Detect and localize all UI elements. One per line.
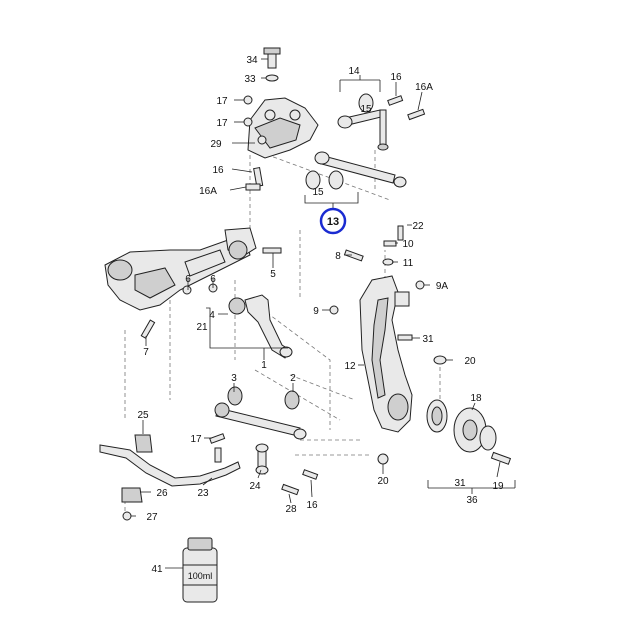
callout-21[interactable]: 21	[196, 322, 208, 333]
callout-16c[interactable]: 16	[306, 500, 318, 511]
callout-6a[interactable]: 6	[185, 274, 191, 285]
wheel-carrier	[359, 275, 413, 433]
callout-2[interactable]: 2	[290, 373, 296, 384]
callout-23[interactable]: 23	[197, 488, 209, 499]
callout-17c[interactable]: 17	[190, 434, 202, 445]
callout-33[interactable]: 33	[244, 74, 256, 85]
bolts-right-top	[387, 95, 426, 121]
callout-8[interactable]: 8	[335, 251, 341, 262]
callout-31b[interactable]: 31	[454, 478, 466, 489]
callout-9[interactable]: 9	[313, 306, 319, 317]
wheel-hub	[453, 407, 512, 465]
highlighted-callout-label[interactable]: 13	[327, 216, 339, 228]
callout-36[interactable]: 36	[466, 495, 478, 506]
callout-22[interactable]: 22	[412, 221, 424, 232]
highlight-circle	[319, 207, 347, 235]
callout-1[interactable]: 1	[261, 360, 267, 371]
callout-6b[interactable]: 6	[210, 274, 216, 285]
callout-18[interactable]: 18	[470, 393, 482, 404]
callout-14[interactable]: 14	[348, 66, 360, 77]
stabilizer-link	[255, 443, 269, 475]
wheel-bearing	[426, 399, 448, 433]
callout-28[interactable]: 28	[285, 504, 297, 515]
callout-20a[interactable]: 20	[464, 356, 476, 367]
callout-31a[interactable]: 31	[422, 334, 434, 345]
callout-12[interactable]: 12	[344, 361, 356, 372]
lower-link	[214, 386, 307, 440]
callout-25[interactable]: 25	[137, 410, 149, 421]
upper-link-rear	[305, 151, 407, 190]
callout-20b[interactable]: 20	[377, 476, 389, 487]
callout-5[interactable]: 5	[270, 269, 276, 280]
bottle-label: 100ml	[188, 571, 213, 581]
lower-arm-1	[228, 294, 293, 359]
callout-41[interactable]: 41	[151, 564, 163, 575]
callout-34[interactable]: 34	[246, 55, 258, 66]
callout-29[interactable]: 29	[210, 139, 222, 150]
leader-lines	[131, 58, 516, 569]
fasteners-lower	[122, 433, 319, 521]
callout-11[interactable]: 11	[403, 258, 414, 269]
callout-3[interactable]: 3	[231, 373, 237, 384]
callout-9A[interactable]: 9A	[436, 281, 449, 292]
callout-17a[interactable]: 17	[216, 96, 228, 107]
callout-16A2[interactable]: 16A	[415, 82, 433, 93]
callout-15b[interactable]: 15	[312, 187, 324, 198]
fasteners-subframe	[140, 247, 364, 339]
highlighted-callout[interactable]: 13	[319, 207, 347, 235]
oil-bottle: 100ml	[182, 537, 218, 603]
callout-4[interactable]: 4	[209, 310, 215, 321]
subframe	[104, 227, 257, 311]
upper-link-front	[337, 93, 389, 151]
callout-19[interactable]: 19	[492, 481, 504, 492]
callout-26[interactable]: 26	[156, 488, 168, 499]
upper-bracket	[247, 97, 319, 159]
callout-16b[interactable]: 16	[390, 72, 402, 83]
callout-27[interactable]: 27	[146, 512, 158, 523]
callout-10[interactable]: 10	[402, 239, 414, 250]
callout-16A1[interactable]: 16A	[199, 186, 217, 197]
callout-16a[interactable]: 16	[212, 165, 224, 176]
callout-17b[interactable]: 17	[216, 118, 228, 129]
callout-24[interactable]: 24	[249, 481, 261, 492]
knuckle-fasteners	[377, 225, 447, 465]
callout-7[interactable]: 7	[143, 347, 149, 358]
stabilizer-bar	[99, 434, 241, 503]
callout-15a[interactable]: 15	[360, 104, 372, 115]
